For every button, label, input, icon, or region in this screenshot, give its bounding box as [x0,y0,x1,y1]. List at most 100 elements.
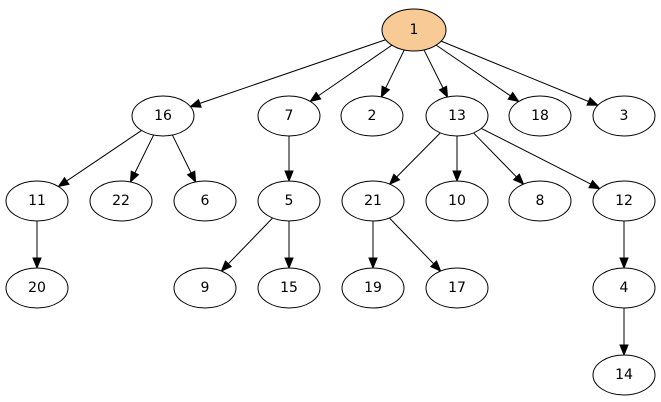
node-label: 1 [410,22,419,38]
node-14: 14 [592,354,656,396]
node-ellipse [89,180,153,222]
arrowhead [284,170,294,183]
node-label: 2 [368,108,377,124]
node-ellipse [341,180,405,222]
node-ellipse [592,95,656,137]
edge-line [396,132,441,178]
arrowhead [619,344,629,357]
edge-5-9 [220,217,273,272]
edge-16-11 [57,130,142,188]
node-21: 21 [341,180,405,222]
node-22: 22 [89,180,153,222]
node-6: 6 [173,180,237,222]
edge-13-21 [388,132,441,186]
node-label: 14 [615,367,633,383]
edge-line [440,40,589,102]
edge-line [227,217,273,265]
edge-7-5 [284,136,294,183]
node-label: 12 [615,193,633,209]
node-2: 2 [340,95,404,137]
edge-13-12 [481,127,601,190]
edges-layer [32,39,629,357]
node-label: 17 [448,280,466,296]
edge-line [423,49,444,89]
node-ellipse [257,267,321,309]
node-ellipse [173,180,237,222]
edge-line [473,132,517,178]
arrowhead [32,257,42,270]
edge-1-16 [189,39,386,108]
node-ellipse [592,267,656,309]
arrowhead [588,179,601,190]
node-label: 7 [285,108,294,124]
node-ellipse [5,267,69,309]
arrowhead [380,85,391,99]
node-ellipse [508,95,572,137]
node-label: 5 [285,193,294,209]
edge-line [385,49,405,89]
node-11: 11 [5,180,69,222]
node-ellipse [341,267,405,309]
node-13: 13 [425,95,489,137]
node-ellipse [425,267,489,309]
arrowhead [284,257,294,270]
node-ellipse [340,95,404,137]
edge-line [318,44,393,97]
arrowhead [429,260,442,272]
edge-line [171,134,192,174]
edge-line [66,130,142,182]
node-17: 17 [425,267,489,309]
edge-1-7 [309,44,393,103]
arrowhead [512,173,525,186]
arrowhead [220,260,233,272]
node-18: 18 [508,95,572,137]
node-12: 12 [592,180,656,222]
node-label: 22 [112,193,130,209]
node-ellipse [508,180,572,222]
edge-11-20 [32,221,42,270]
node-ellipse [425,95,489,137]
arrowhead [368,257,378,270]
node-label: 10 [448,193,466,209]
node-ellipse [173,267,237,309]
edge-line [435,44,511,97]
node-label: 19 [364,280,382,296]
node-label: 15 [280,280,298,296]
edge-16-6 [171,134,197,184]
node-ellipse [592,354,656,396]
edge-1-2 [380,49,405,99]
arrowhead [619,257,629,270]
node-ellipse [131,95,195,137]
edge-line [134,134,155,174]
arrowhead [186,170,197,184]
edge-13-8 [473,132,525,186]
edge-line [199,39,386,104]
edge-21-17 [389,217,442,272]
node-ellipse [592,180,656,222]
edge-5-15 [284,221,294,270]
node-label: 20 [28,280,46,296]
node-5: 5 [257,180,321,222]
node-1: 1 [381,8,447,52]
arrowhead [438,85,449,99]
arrowhead [309,91,322,103]
node-10: 10 [425,180,489,222]
node-label: 13 [448,108,466,124]
node-label: 11 [28,193,46,209]
arrowhead [129,170,140,184]
node-label: 4 [620,280,629,296]
node-20: 20 [5,267,69,309]
edge-4-14 [619,308,629,357]
node-ellipse [257,180,321,222]
node-4: 4 [592,267,656,309]
node-ellipse [425,180,489,222]
edge-line [481,127,591,185]
edge-12-4 [619,221,629,270]
node-label: 8 [536,193,545,209]
edge-1-18 [435,44,520,103]
edge-16-22 [129,134,155,184]
edge-1-3 [440,40,600,106]
arrowhead [189,98,202,108]
